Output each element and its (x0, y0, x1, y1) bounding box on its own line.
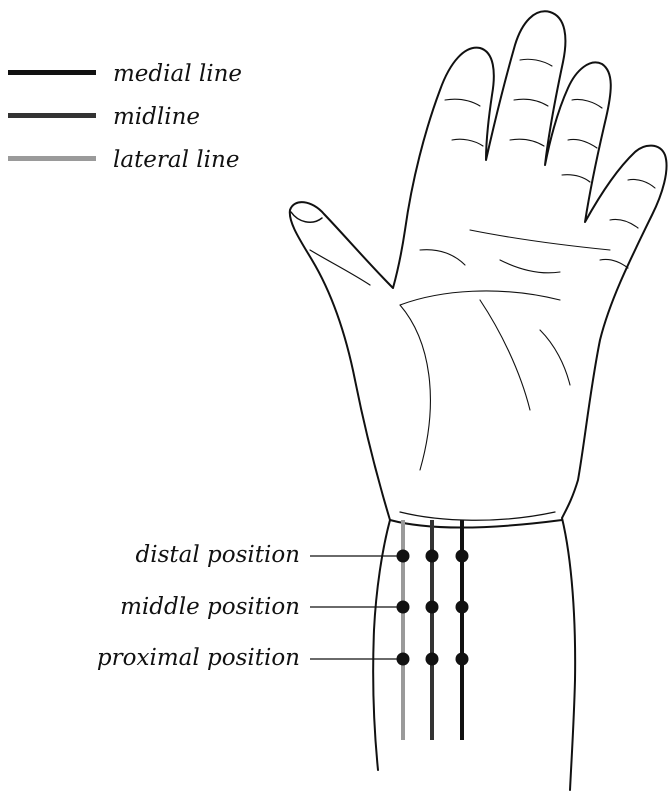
legend-label-lateral: lateral line (113, 147, 239, 173)
legend-swatch-medial (8, 70, 96, 75)
dot-middle-lateral (397, 601, 410, 614)
dot-middle-mid (426, 601, 439, 614)
legend: medial line midline lateral line (8, 61, 242, 173)
dot-proximal-medial (456, 653, 469, 666)
position-label-distal: distal position (136, 542, 301, 568)
dot-distal-lateral (397, 550, 410, 563)
position-label-proximal: proximal position (97, 645, 300, 671)
legend-swatch-lateral (8, 156, 96, 161)
hand-illustration (290, 11, 667, 790)
wrist-line (390, 520, 562, 528)
position-label-middle: middle position (120, 594, 300, 620)
legend-label-midline: midline (113, 104, 200, 130)
dot-middle-medial (456, 601, 469, 614)
dot-proximal-lateral (397, 653, 410, 666)
dot-distal-medial (456, 550, 469, 563)
legend-swatch-midline (8, 113, 96, 118)
palm-line-head (400, 291, 560, 305)
legend-label-medial: medial line (113, 61, 242, 87)
dot-distal-mid (426, 550, 439, 563)
thumb-nail (291, 212, 322, 222)
position-labels: distal position middle position proximal… (97, 542, 403, 671)
hand-outline (290, 11, 667, 790)
palm-line-life (400, 305, 430, 470)
palm-line-heart (470, 230, 610, 250)
dot-proximal-mid (426, 653, 439, 666)
